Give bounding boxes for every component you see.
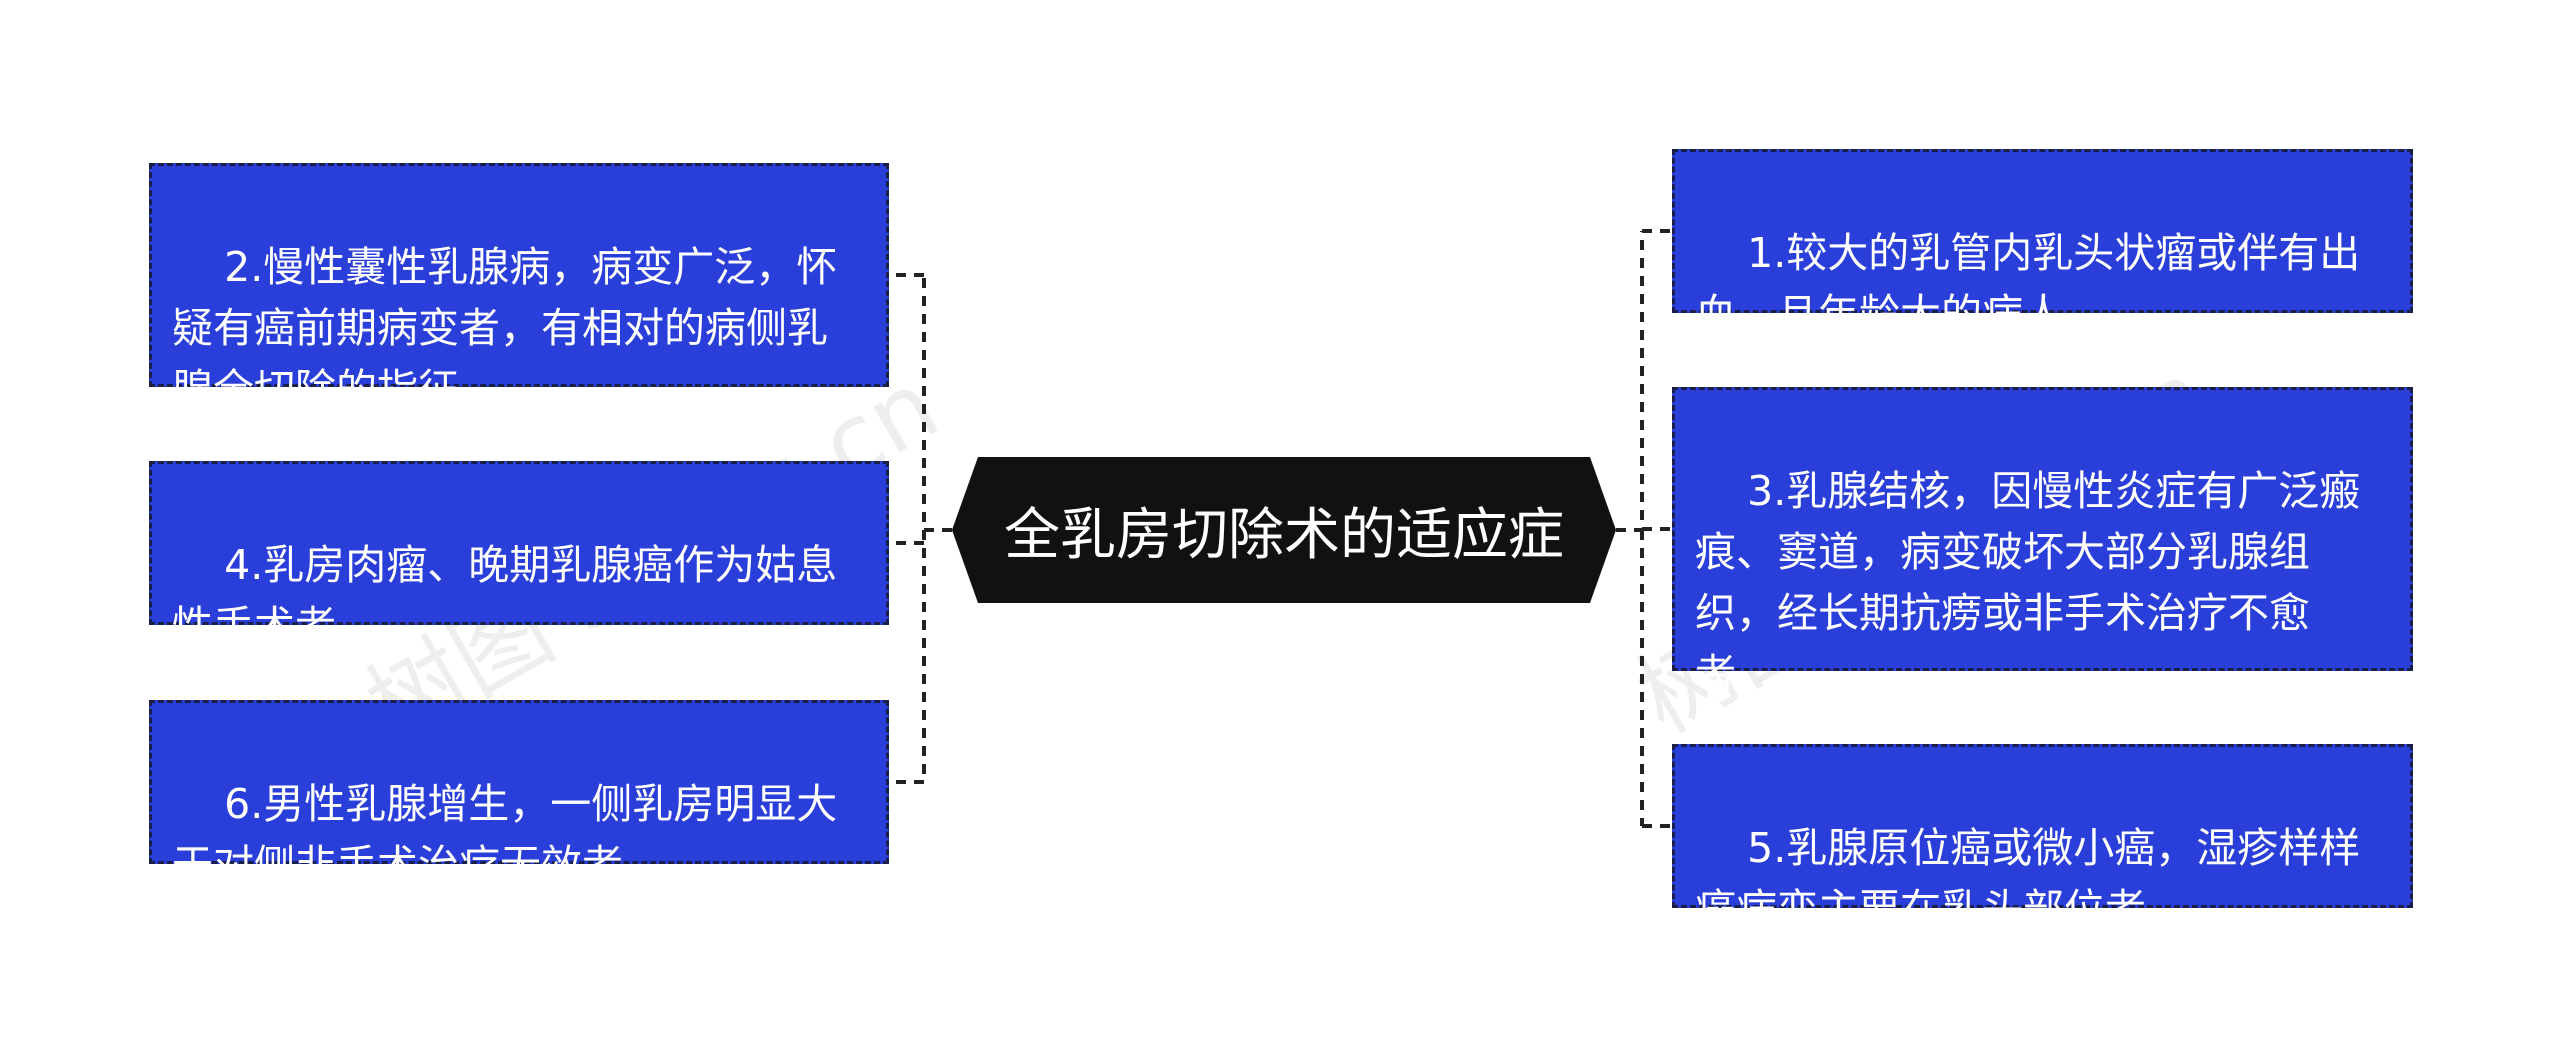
central-topic-title: 全乳房切除术的适应症 — [1004, 502, 1564, 568]
topic-node-2[interactable]: 2.慢性囊性乳腺病，病变广泛，怀疑有癌前期病变者，有相对的病侧乳腺全切除的指征。 — [149, 163, 889, 413]
topic-node-6-text: 6.男性乳腺增生，一侧乳房明显大于对侧非手术治疗无效者。 — [172, 780, 838, 889]
topic-node-3[interactable]: 3.乳腺结核，因慢性炎症有广泛瘢痕、窦道，病变破坏大部分乳腺组织，经长期抗痨或非… — [1672, 387, 2413, 698]
central-topic[interactable]: 全乳房切除术的适应症 — [952, 457, 1616, 603]
topic-node-4-text: 4.乳房肉瘤、晚期乳腺癌作为姑息性手术者。 — [172, 541, 838, 650]
topic-node-6[interactable]: 6.男性乳腺增生，一侧乳房明显大于对侧非手术治疗无效者。 — [149, 700, 889, 889]
connector-left-trunk — [922, 275, 952, 782]
topic-node-5[interactable]: 5.乳腺原位癌或微小癌，湿疹样样癌病变主要在乳头部位者。 — [1672, 744, 2413, 933]
topic-node-4[interactable]: 4.乳房肉瘤、晚期乳腺癌作为姑息性手术者。 — [149, 461, 889, 650]
topic-node-1-text: 1.较大的乳管内乳头状瘤或伴有出血，且年龄大的病人。 — [1695, 229, 2361, 338]
central-topic-shape — [952, 457, 1616, 603]
connector-right-trunk — [1616, 231, 1644, 826]
topic-node-1[interactable]: 1.较大的乳管内乳头状瘤或伴有出血，且年龄大的病人。 — [1672, 149, 2413, 338]
topic-node-3-text: 3.乳腺结核，因慢性炎症有广泛瘢痕、窦道，病变破坏大部分乳腺组织，经长期抗痨或非… — [1695, 467, 2361, 698]
topic-node-5-text: 5.乳腺原位癌或微小癌，湿疹样样癌病变主要在乳头部位者。 — [1695, 824, 2361, 933]
topic-node-2-text: 2.慢性囊性乳腺病，病变广泛，怀疑有癌前期病变者，有相对的病侧乳腺全切除的指征。 — [172, 243, 838, 413]
